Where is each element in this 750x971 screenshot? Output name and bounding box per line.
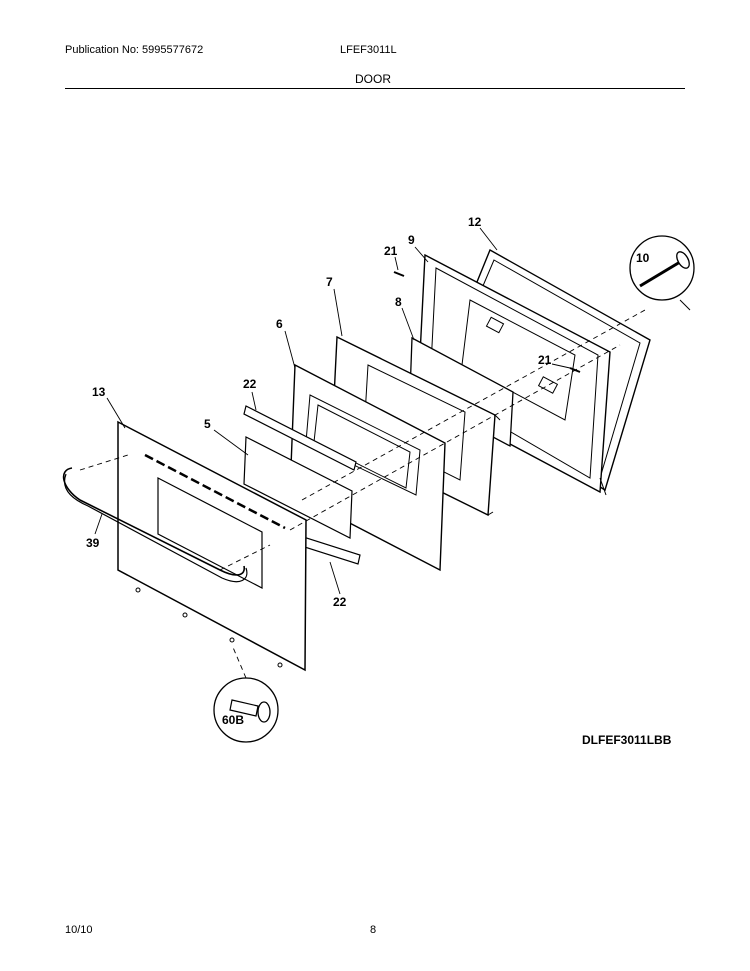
callout-39: 39 — [86, 536, 100, 550]
part-60b-screw-detail — [213, 677, 279, 743]
part-10-screw-detail — [629, 235, 695, 311]
callout-21-mid: 21 — [538, 353, 552, 367]
callout-5: 5 — [204, 417, 211, 431]
header-divider — [65, 88, 685, 89]
callout-6: 6 — [276, 317, 283, 331]
part-6-insulation-frame — [289, 363, 446, 572]
callout-7: 7 — [326, 275, 333, 289]
part-22-upper-bracket — [243, 405, 357, 471]
part-21-screw-top — [393, 271, 405, 277]
footer-date: 10/10 — [65, 924, 93, 936]
diagram-reference-code: DLFEF3011LBB — [582, 733, 672, 747]
publication-number: Publication No: 5995577672 — [65, 44, 204, 56]
callout-10: 10 — [636, 251, 650, 265]
part-5-outer-glass — [243, 436, 353, 539]
callout-21-top: 21 — [384, 244, 398, 258]
page-number: 8 — [370, 924, 377, 936]
part-13-outer-door-panel — [117, 420, 307, 672]
model-number: LFEF3011L — [340, 44, 397, 56]
callout-8: 8 — [395, 295, 402, 309]
part-39-door-handle — [62, 467, 248, 583]
callout-22-upper: 22 — [243, 377, 257, 391]
callout-22-lower: 22 — [333, 595, 347, 609]
callout-9: 9 — [408, 233, 415, 247]
callout-leader-lines — [94, 227, 571, 595]
callout-12: 12 — [468, 215, 482, 229]
callout-60b: 60B — [222, 713, 244, 727]
assembly-dashed-lines — [79, 309, 646, 679]
section-title: DOOR — [355, 72, 391, 86]
callout-13: 13 — [92, 385, 106, 399]
